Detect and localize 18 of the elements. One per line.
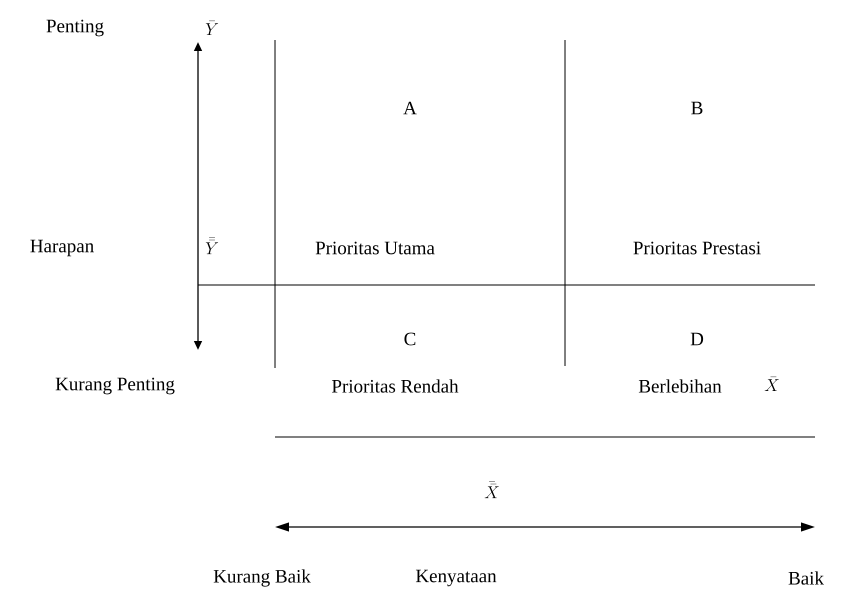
quadrant-letter: D: [690, 332, 704, 346]
quadrant-label: Prioritas Prestasi: [633, 242, 761, 254]
axis-label: Baik: [788, 571, 824, 585]
axis-label: Kenyataan: [416, 570, 496, 586]
quadrant-label: Berlebihan: [638, 379, 722, 393]
quadrant-label: Prioritas Rendah: [332, 379, 458, 393]
quadrant-letter: C: [404, 332, 416, 346]
axis-label: Harapan: [30, 240, 94, 256]
quadrant-label: Prioritas Utama: [316, 242, 435, 254]
axis-label: Kurang Penting: [56, 378, 175, 394]
axis-symbol: $\bar{Y}$: [206, 20, 218, 36]
axis-symbol: $\bar{\bar{Y}}$: [206, 238, 218, 254]
axis-symbol: $\bar{\bar{X}}$: [484, 482, 499, 498]
axis-label: Penting: [46, 20, 104, 36]
quadrant-letter: A: [403, 102, 417, 114]
axis-label: Kurang Baik: [214, 569, 311, 587]
quadrant-letter: B: [691, 102, 702, 114]
axis-symbol: $\bar{X}$: [764, 376, 779, 392]
